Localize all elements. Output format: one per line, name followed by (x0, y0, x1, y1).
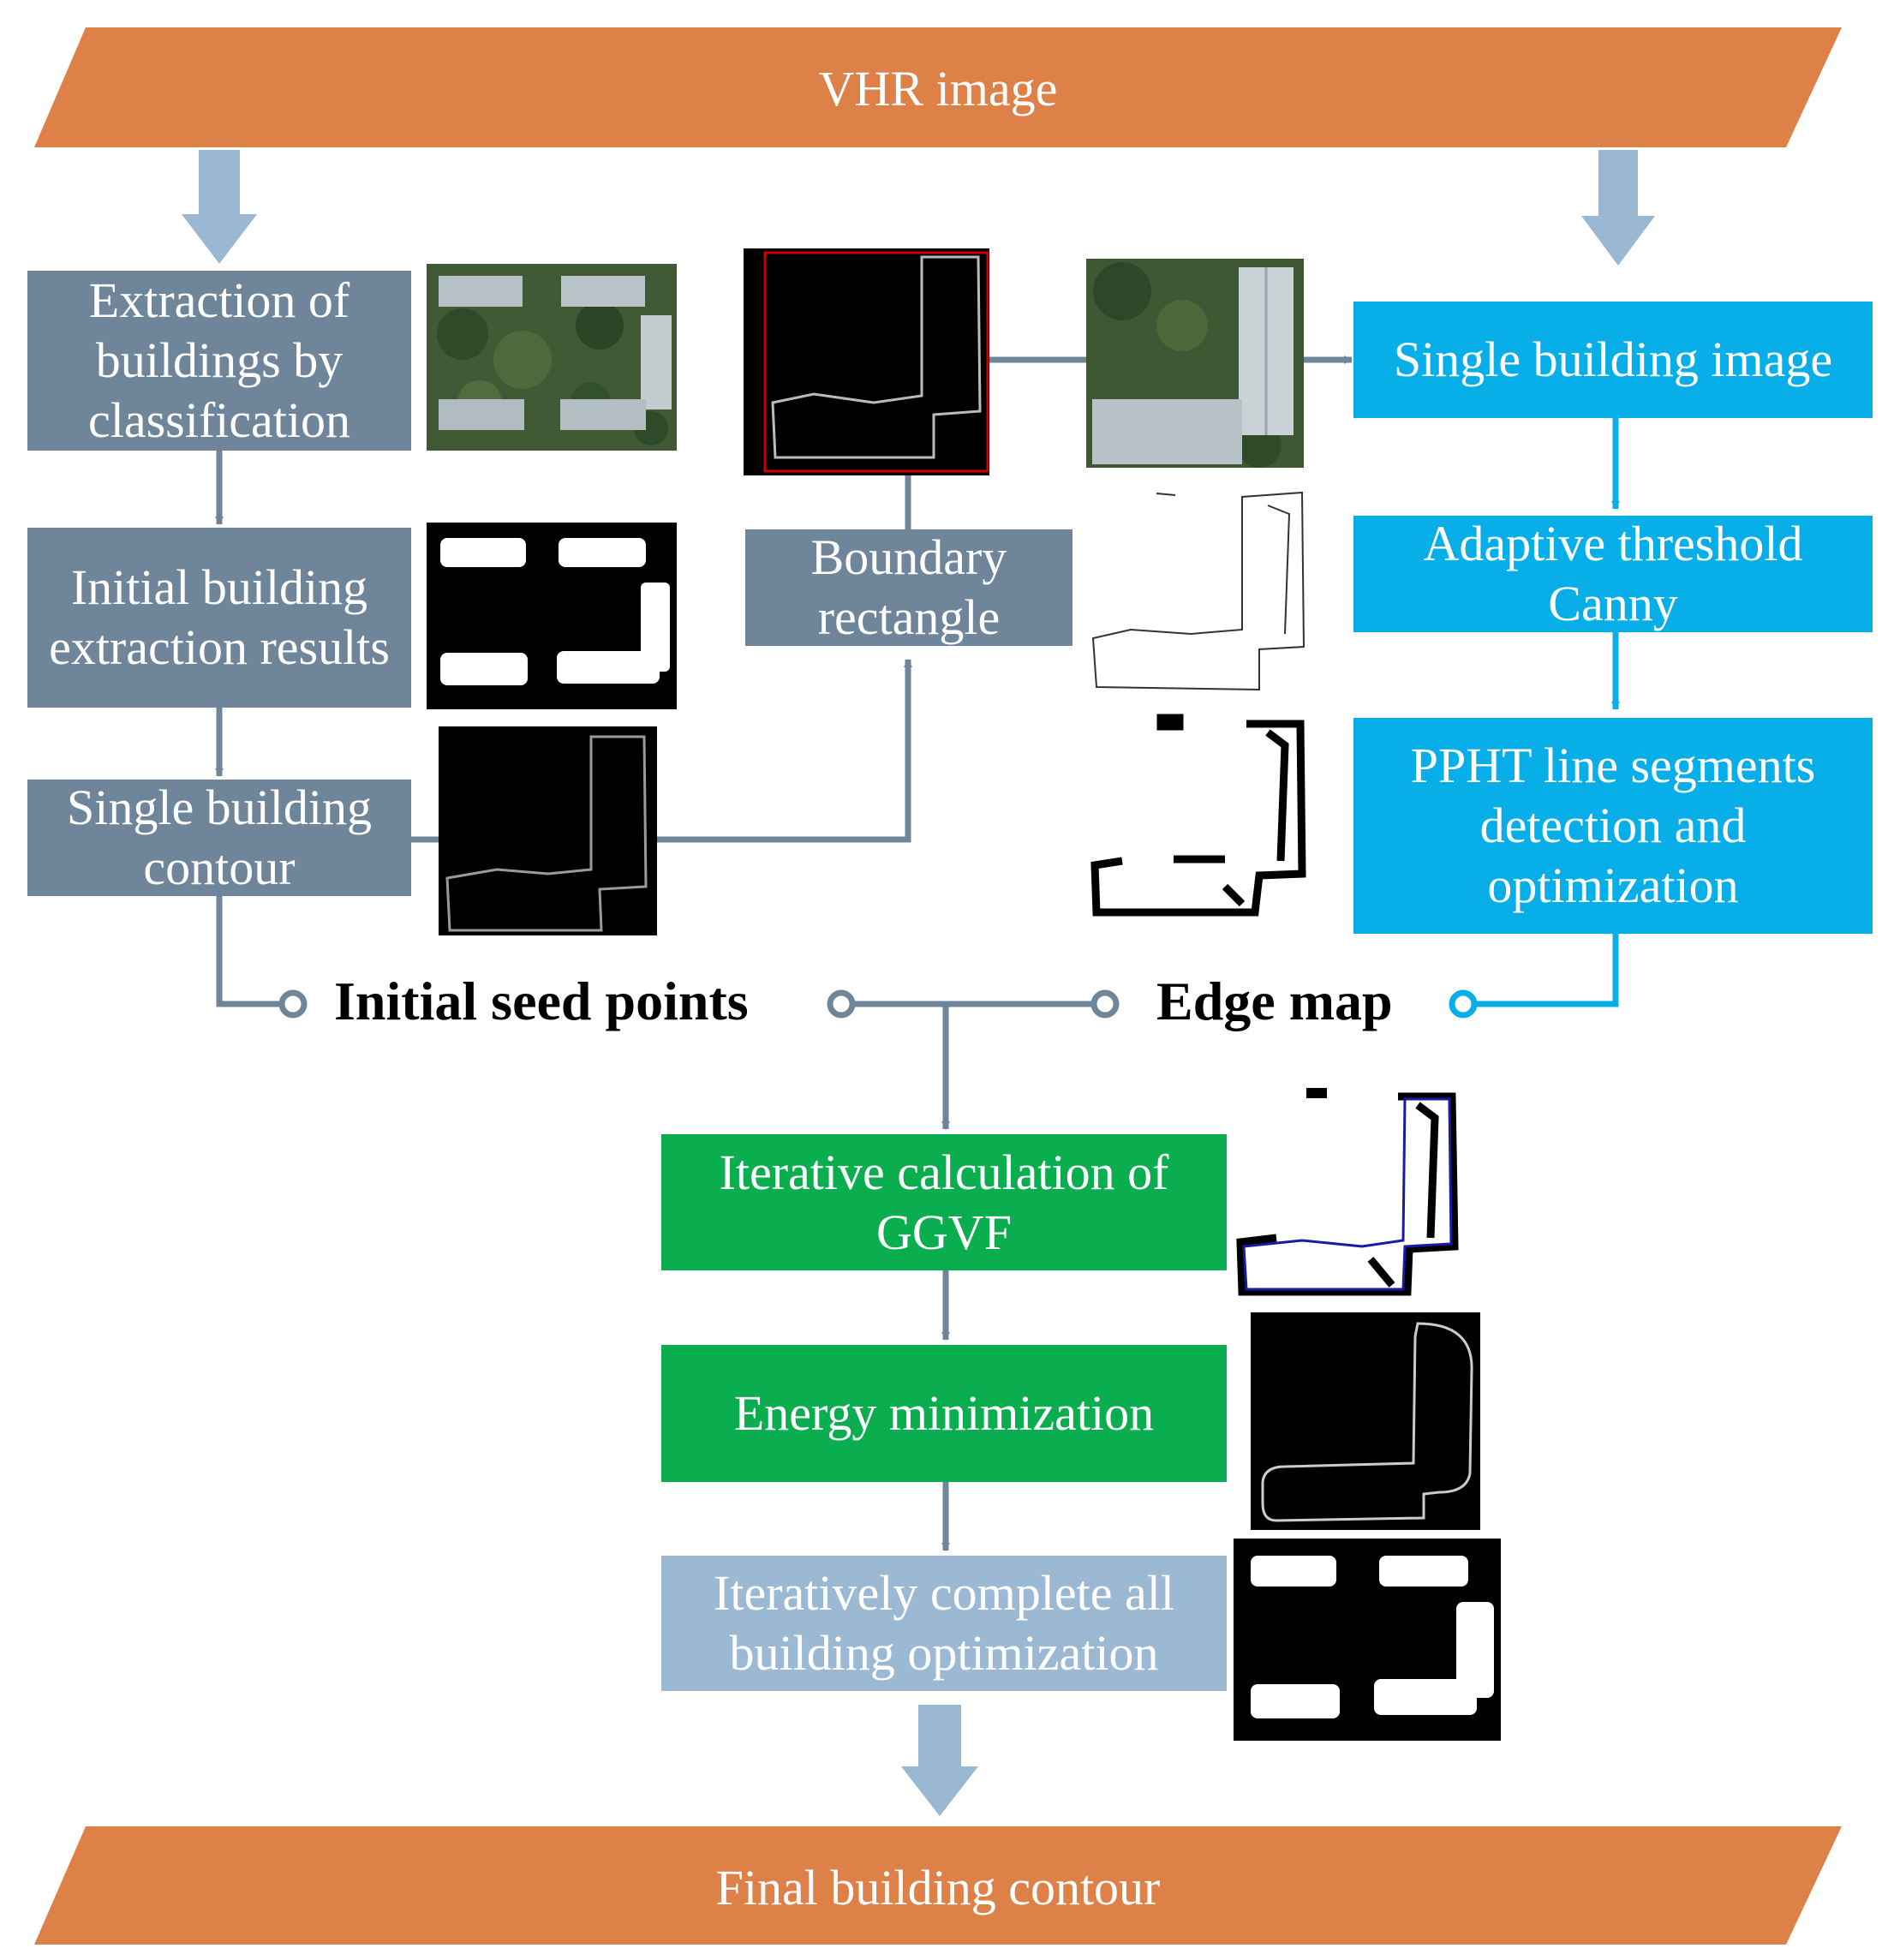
thumb-ppht-segments (1090, 714, 1306, 917)
seed-points-label: Initial seed points (334, 971, 749, 1031)
top-banner-label: VHR image (818, 61, 1058, 117)
canny-box: Adaptive threshold Canny (1353, 516, 1873, 632)
thumb-boundary-contour (744, 248, 989, 475)
block-arrow-top-left (182, 150, 257, 264)
arrow-contour-to-boundary (657, 659, 912, 843)
block-arrow-bottom (901, 1705, 978, 1816)
edge-right-node (1449, 989, 1478, 1019)
thumb-single-contour (439, 726, 657, 935)
edge-left-node (1090, 989, 1120, 1019)
ppht-box: PPHT line segments detection and optimiz… (1353, 718, 1873, 934)
thumb-ggvf-snake (1236, 1088, 1459, 1296)
thumb-single-satellite (1086, 259, 1304, 468)
single-contour-box: Single building contour (27, 780, 411, 896)
edge-map-label: Edge map (1156, 971, 1393, 1031)
initial-results-box: Initial building extraction results (27, 528, 411, 708)
bottom-banner-label: Final building contour (715, 1860, 1161, 1915)
complete-box: Iteratively complete all building optimi… (661, 1556, 1227, 1691)
line-ppht-to-edge (1475, 934, 1619, 1007)
single-image-box: Single building image (1353, 302, 1873, 418)
block-arrow-top-right (1581, 150, 1655, 266)
seed-right-node (827, 989, 856, 1019)
thumb-final-mask (1234, 1539, 1501, 1741)
line-contour-to-seed (216, 896, 291, 1007)
energy-box: Energy minimization (661, 1345, 1227, 1482)
bottom-banner-shape (34, 1826, 1842, 1945)
seed-left-node (278, 989, 308, 1019)
thumb-energy-contour (1251, 1312, 1480, 1530)
thumb-initial-mask (427, 523, 677, 709)
thumb-satellite-scene (427, 264, 677, 451)
thumb-canny-edges (1091, 491, 1305, 691)
extraction-box: Extraction of buildings by classificatio… (27, 271, 411, 451)
top-banner-shape (34, 27, 1842, 147)
boundary-rectangle-box: Boundary rectangle (745, 529, 1072, 646)
ggvf-box: Iterative calculation of GGVF (661, 1134, 1227, 1270)
